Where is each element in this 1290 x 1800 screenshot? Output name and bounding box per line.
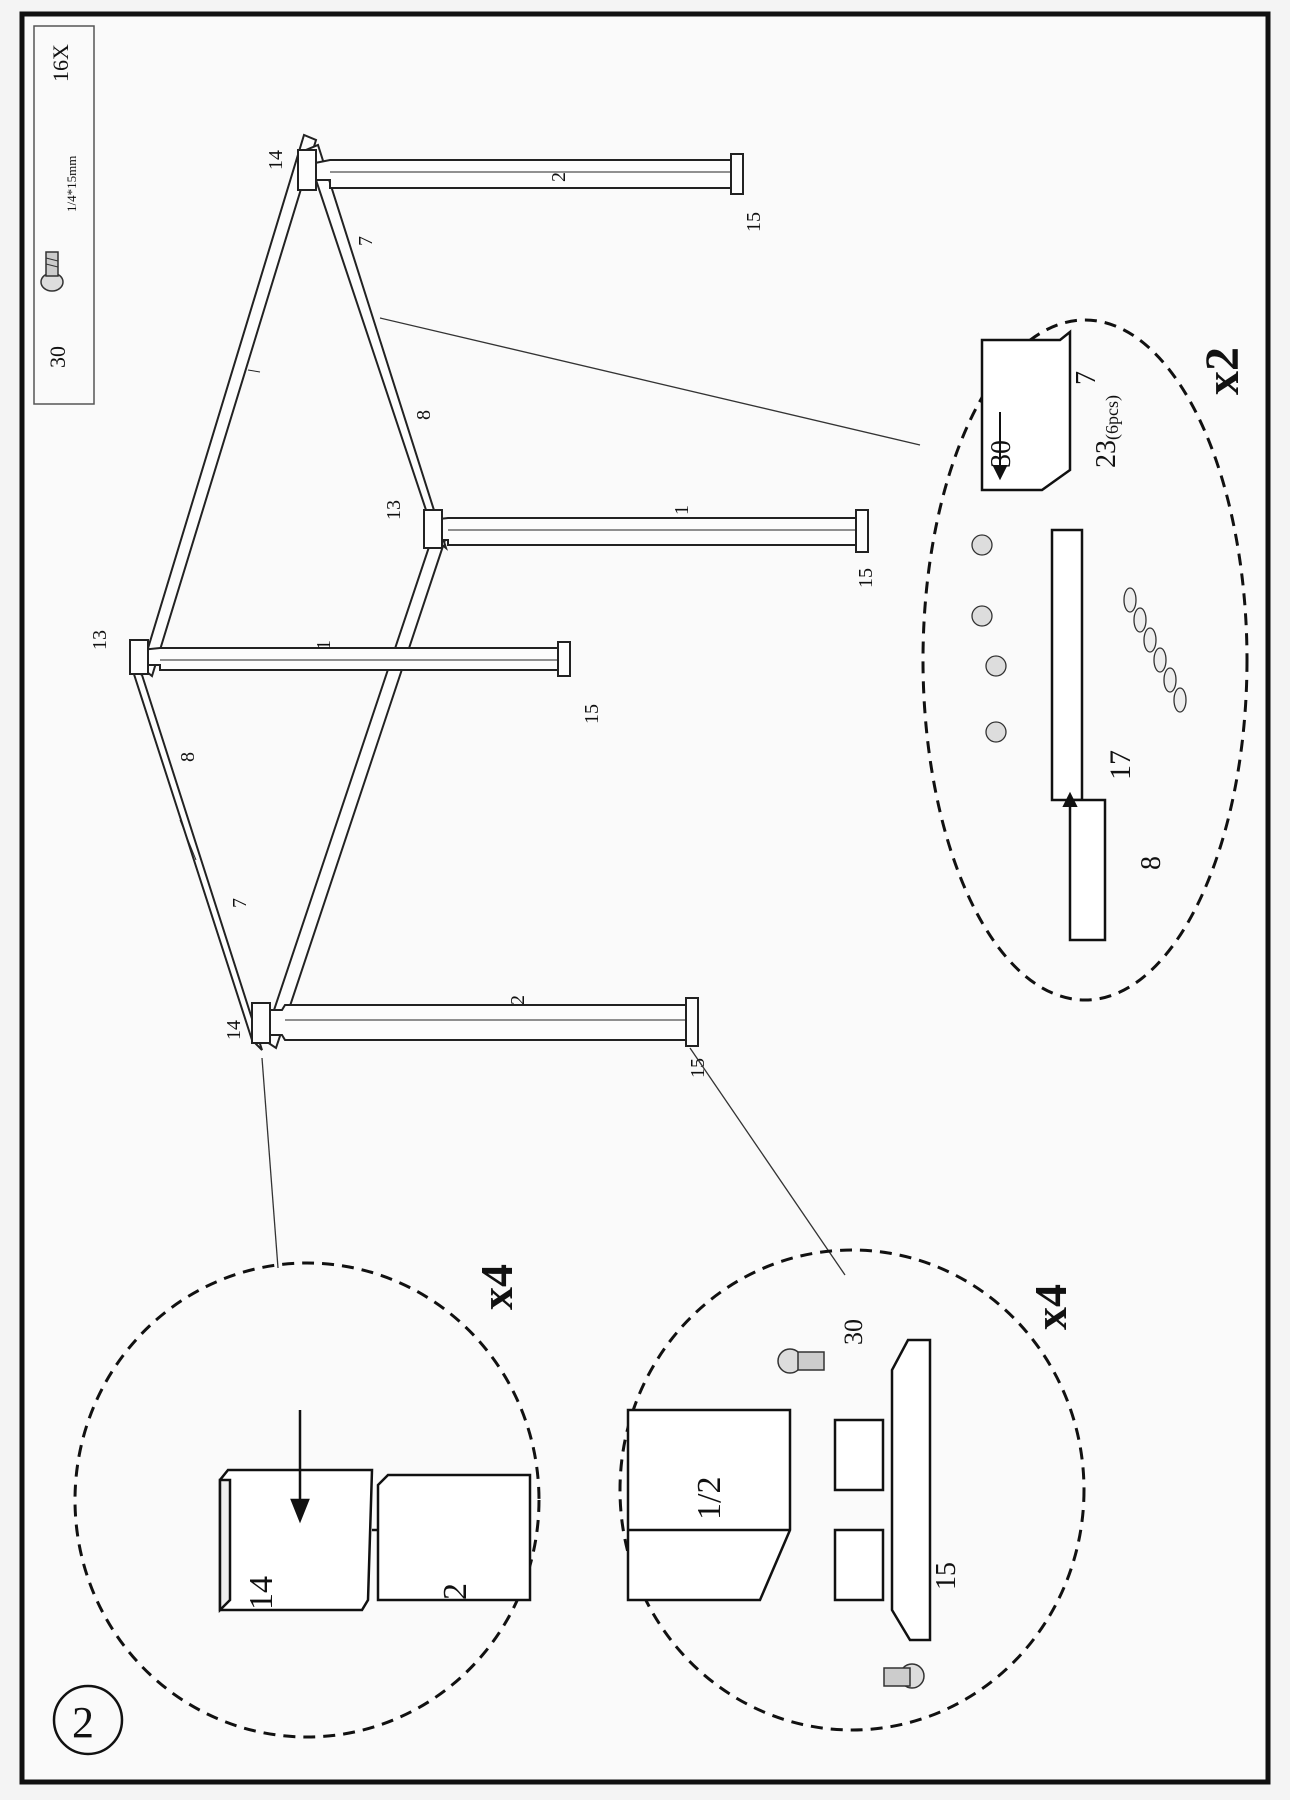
label-beam-7-right: 7 — [355, 236, 377, 246]
beam-7-end — [980, 329, 1072, 492]
bracket-left — [251, 1002, 271, 1044]
label-leg-left: 2 — [507, 995, 529, 1005]
label-bracket-right: 14 — [265, 150, 287, 170]
step-number: 2 — [72, 1698, 94, 1747]
detail-beam-screw: 30 — [986, 440, 1017, 468]
label-leg-back-mid: 1 — [313, 640, 335, 650]
hardware-quantity: 16X — [48, 44, 73, 82]
leg-back-mid — [139, 647, 563, 671]
detail-beam-pins-note: (6pcs) — [1102, 395, 1123, 440]
beam-8-end — [1068, 798, 1107, 942]
label-beam-8-right: 8 — [413, 410, 435, 420]
label-bracket-left: 14 — [223, 1020, 245, 1040]
arrow-icon — [290, 1410, 310, 1524]
detail-foot-multiplier: x4 — [1025, 1284, 1076, 1330]
screw-icon — [883, 1663, 925, 1689]
label-beam-8-left: 8 — [177, 752, 199, 762]
bracket-right — [297, 149, 317, 191]
hardware-part-number: 30 — [45, 346, 70, 368]
detail-bracket: 14 2 x4 — [73, 1261, 541, 1739]
label-leg-right: 2 — [548, 172, 570, 182]
screw-icon — [777, 1348, 825, 1374]
detail-foot-screw: 30 — [839, 1319, 868, 1345]
label-leg-back-right: 1 — [671, 505, 693, 515]
label-beam-7-left: 7 — [229, 898, 251, 908]
label-bracket-mid-top: 13 — [89, 630, 111, 650]
detail-beam-multiplier: x2 — [1196, 347, 1249, 395]
detail-bracket-part-a: 14 — [243, 1576, 280, 1610]
label-foot-a: 15 — [687, 1058, 709, 1078]
foot-d — [730, 153, 744, 195]
detail-beam-right: 7 — [1071, 371, 1102, 385]
label-foot-c: 15 — [855, 568, 877, 588]
detail-foot-leg: 1/2 — [691, 1477, 728, 1520]
bracket-mid — [423, 509, 443, 549]
screws-icon — [971, 534, 1007, 743]
detail-beam-connector: 17 — [1104, 750, 1137, 780]
leg-back-right — [429, 517, 861, 546]
foot-tab-b — [833, 1418, 885, 1492]
label-foot-b: 15 — [581, 704, 603, 724]
foot-tab-a — [833, 1528, 885, 1602]
label-bracket-mid: 13 — [383, 500, 405, 520]
leader-lines — [261, 317, 921, 1276]
detail-beam-pins: 23 — [1091, 440, 1122, 468]
foot-b — [557, 641, 571, 677]
foot-c — [855, 509, 869, 553]
leg-end-block — [626, 1408, 792, 1602]
arrow-icon — [1062, 791, 1078, 860]
detail-beam: 30 23 (6pcs) 17 7 8 x2 — [921, 318, 1249, 1002]
hardware-box: 30 1/4*15mm 16X — [33, 25, 95, 405]
foot-plate — [890, 1338, 932, 1642]
bracket-mid-top — [129, 639, 149, 675]
detail-foot: 1/2 15 30 x4 — [618, 1248, 1086, 1732]
label-foot-d: 15 — [743, 212, 765, 232]
table-frame — [129, 133, 869, 1051]
step-badge: 2 — [52, 1684, 124, 1756]
detail-bracket-multiplier: x4 — [471, 1264, 522, 1310]
connector-17 — [1050, 528, 1084, 802]
leg-right — [304, 159, 736, 189]
part-2-block — [376, 1473, 532, 1602]
leg-left — [257, 1004, 691, 1041]
pins-icon — [1123, 587, 1187, 713]
detail-beam-left: 8 — [1136, 856, 1167, 870]
hardware-size: 1/4*15mm — [64, 156, 79, 212]
bolt-icon — [40, 251, 64, 292]
foot-a — [685, 997, 699, 1047]
detail-foot-plate: 15 — [931, 1562, 962, 1590]
detail-bracket-part-b: 2 — [437, 1583, 474, 1600]
frame-labels: 2 2 1 1 14 14 13 13 15 15 15 15 7 8 7 8 — [89, 150, 877, 1078]
arrow-icon — [992, 412, 1008, 481]
